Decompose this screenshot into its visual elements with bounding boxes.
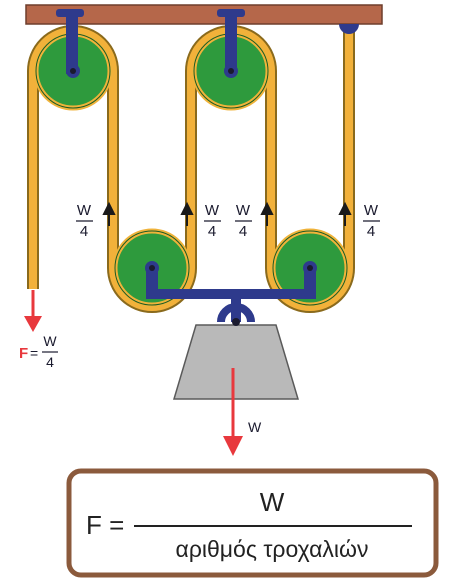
weight-label: W — [248, 419, 262, 435]
svg-text:W: W — [43, 333, 57, 349]
svg-text:W: W — [364, 202, 379, 219]
svg-text:F: F — [19, 345, 28, 362]
tension-label-4: W 4 — [363, 202, 380, 240]
rope-anchor — [339, 24, 359, 34]
svg-text:4: 4 — [239, 223, 247, 240]
tension-label-3: W 4 — [235, 202, 252, 240]
top-pulley-right — [191, 9, 271, 111]
arrow-up-icon — [102, 201, 352, 226]
top-pulley-left — [33, 9, 113, 111]
force-arrow — [24, 290, 42, 332]
svg-text:4: 4 — [208, 223, 216, 240]
formula-denominator: αριθμός τροχαλιών — [176, 536, 369, 562]
svg-text:4: 4 — [367, 223, 375, 240]
tension-label-1: W 4 — [76, 202, 93, 240]
svg-text:4: 4 — [80, 223, 88, 240]
tension-label-2: W 4 — [204, 202, 221, 240]
weight-arrow — [223, 368, 243, 456]
formula-lhs: F = — [86, 510, 124, 540]
weight-icon — [172, 303, 300, 400]
svg-text:W: W — [236, 202, 251, 219]
svg-text:W: W — [205, 202, 220, 219]
svg-text:4: 4 — [46, 354, 54, 370]
force-label: F = W 4 — [19, 333, 58, 370]
ceiling-beam — [25, 4, 383, 25]
svg-text:=: = — [30, 345, 38, 361]
svg-text:W: W — [77, 202, 92, 219]
formula-box: F = W αριθμός τροχαλιών — [66, 468, 439, 578]
formula-numerator: W — [260, 487, 285, 517]
